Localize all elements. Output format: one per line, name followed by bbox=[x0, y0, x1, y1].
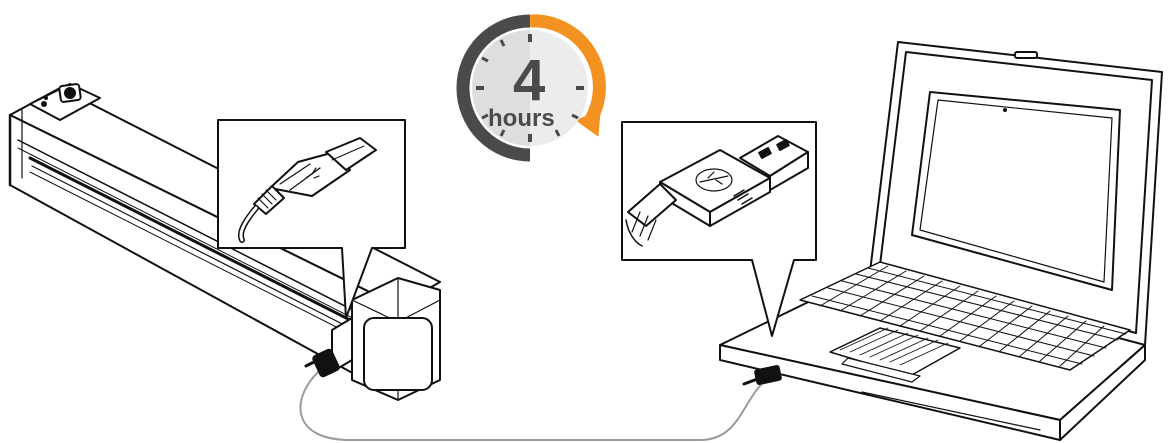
timer-unit: hours bbox=[488, 105, 555, 132]
laptop-usb-callout bbox=[622, 122, 816, 336]
timer-value: 4 bbox=[513, 48, 545, 113]
charging-timer: 4 hours bbox=[463, 21, 600, 155]
